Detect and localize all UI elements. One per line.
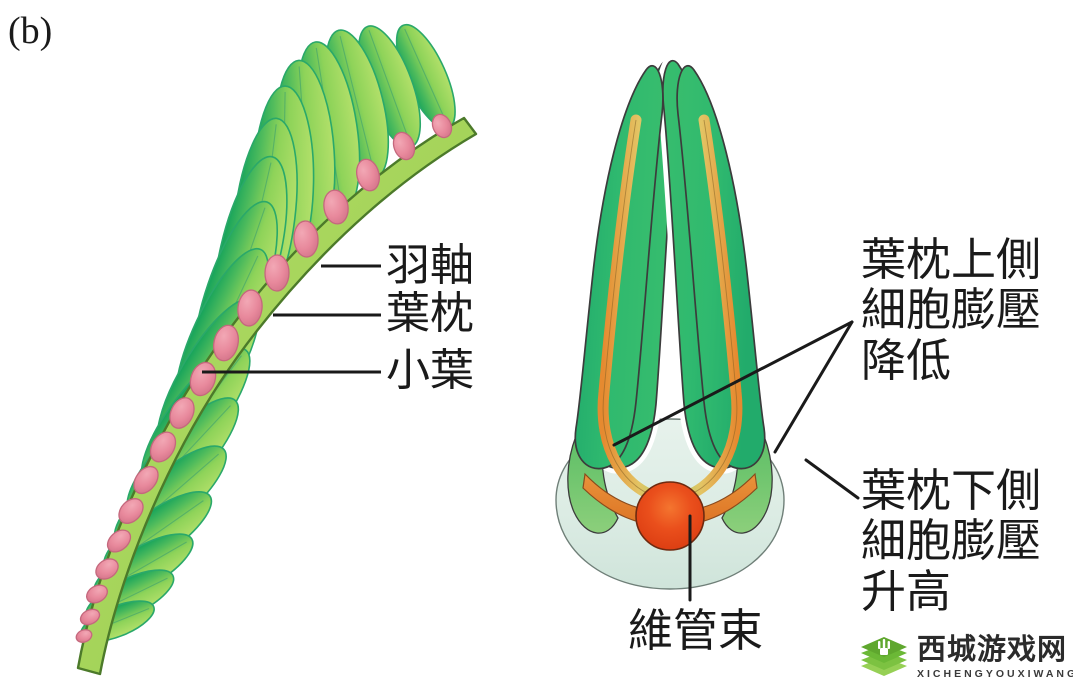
pulvinus [133,465,159,495]
label-upper-side-turgor: 葉枕上側 細胞膨壓 降低 [861,233,1042,387]
right-pulvinus-cross-section [544,46,860,605]
leader-line-lower [804,458,860,500]
watermark-logo-icon [861,637,907,677]
pulvinus [79,608,101,626]
label-rachis: 羽軸 [386,240,474,291]
pulvinus [86,584,108,604]
watermark-name: 西城游戏网 [917,631,1068,666]
label-vascular-bundle: 維管束 [628,604,764,657]
pulvinus [169,397,195,429]
left-leader-lines [202,264,381,374]
label-pulvinus: 葉枕 [386,288,474,339]
label-lower-side-turgor: 葉枕下側 細胞膨壓 升高 [861,464,1042,618]
pulvinus-group [75,113,453,643]
pulvinus [106,529,132,553]
vascular-trace-left-outline [602,119,669,501]
watermark-text: 西城游戏网 XICHENGYOUXIWANG [917,631,1073,680]
pulvinus [212,324,240,362]
pulvinus [293,220,319,258]
pulvinus [431,113,453,139]
vascular-bundle [635,481,705,551]
left-compound-leaf [75,23,478,676]
watermark-pinyin: XICHENGYOUXIWANG [917,667,1073,680]
pulvinus [95,558,119,580]
pulvinus [149,431,177,463]
leader-line-upper-left [612,320,854,447]
pulvinus [75,629,93,643]
watermark: 西城游戏网 XICHENGYOUXIWANG [858,628,1073,686]
right-leader-lines [612,320,860,602]
label-leaflet: 小葉 [386,345,474,396]
panel-label: (b) [8,10,53,52]
vascular-trace-right-outline [671,119,738,501]
pulvinus [264,254,290,292]
pulvinus [355,158,381,192]
pulvinus [237,289,263,327]
pulvinus [118,498,144,524]
pulvinus [392,131,416,161]
pulvinus [323,189,349,225]
leader-line-upper-right [773,320,854,454]
leaflet-group [80,23,456,643]
